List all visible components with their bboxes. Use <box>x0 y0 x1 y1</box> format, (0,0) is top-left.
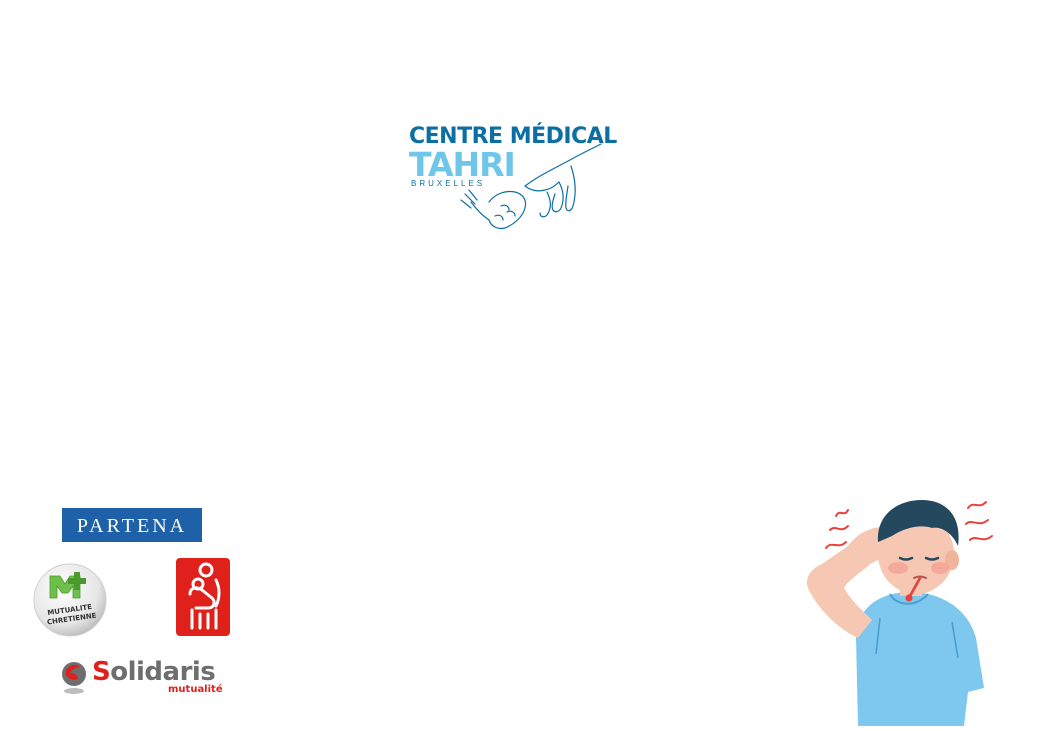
solidaris-initial: S <box>92 657 111 687</box>
sick-boy-illustration <box>800 488 1000 726</box>
solidaris-logo: Solidaris mutualité <box>60 657 223 697</box>
partena-bar <box>62 508 202 542</box>
hands-icon <box>460 143 602 230</box>
partena-name: PARTENA <box>76 515 188 537</box>
mutualite-chretienne-logo: MUTUALITE CHRETIENNE <box>32 562 108 638</box>
family-icon <box>176 558 230 636</box>
family-mutuality-logo <box>176 558 230 636</box>
solidaris-name: Solidaris <box>92 657 216 687</box>
partena-logo: PARTENA <box>62 504 202 545</box>
mutualite-chretienne-icon: MUTUALITE CHRETIENNE <box>33 563 107 637</box>
sick-boy-icon <box>806 500 993 726</box>
solidaris-subtitle: mutualité <box>168 684 223 695</box>
solidaris-icon <box>62 662 86 694</box>
centre-medical-logo: CENTRE MÉDICAL TAHRI BRUXELLES <box>405 120 640 235</box>
solidaris-name-rest: olidaris <box>110 657 216 687</box>
logo-name: TAHRI <box>409 145 516 184</box>
logo-city: BRUXELLES <box>411 179 486 188</box>
logo-title: CENTRE MÉDICAL <box>409 124 617 149</box>
